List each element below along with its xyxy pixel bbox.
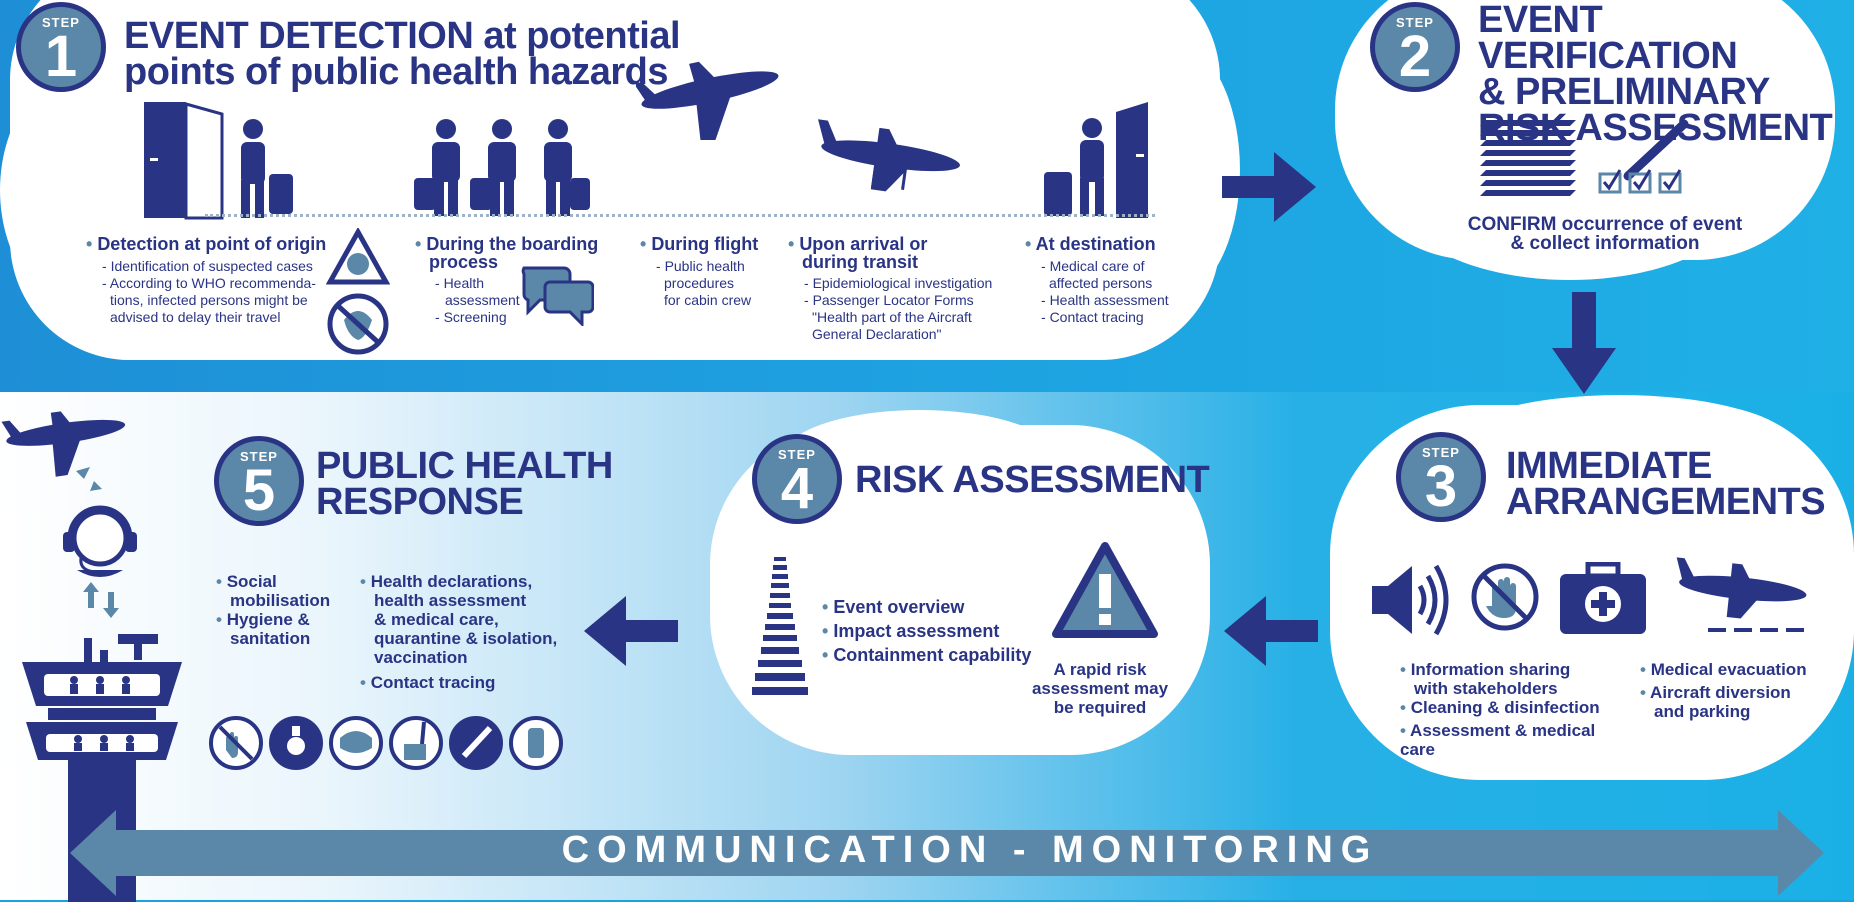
alert-icon <box>1052 542 1158 638</box>
step4-list: Event overview Impact assessment Contain… <box>822 595 1052 667</box>
traveler-icon <box>241 119 293 218</box>
phase-flight: During flight Public health procedures f… <box>640 235 790 309</box>
passengers-icon <box>414 119 590 216</box>
step2-caption: CONFIRM occurrence of event& collect inf… <box>1467 214 1743 254</box>
biohazard-icon <box>326 228 390 355</box>
destination-door-icon <box>1044 102 1148 218</box>
response-icons <box>209 716 563 770</box>
headset-icon <box>63 505 137 618</box>
communication-banner-text: COMMUNICATION - MONITORING <box>561 829 1379 871</box>
step5-col1: Social mobilisation Hygiene & sanitation <box>216 572 346 648</box>
phase-arrival: Upon arrival or during transit Epidemiol… <box>788 235 1008 343</box>
door-icon <box>144 102 224 220</box>
arrow-down-step3 <box>1552 292 1616 394</box>
stack-icon <box>1480 120 1576 196</box>
aircraft-parking-icon <box>1676 557 1807 632</box>
ladder-stack-icon <box>752 557 808 695</box>
arrow-left-step4 <box>1224 596 1318 666</box>
journey-line <box>205 214 1155 217</box>
step3-right-list: Medical evacuation Aircraft diversion an… <box>1640 660 1840 721</box>
left-airplane-icon <box>1 411 126 491</box>
checklist-icon <box>1598 119 1689 194</box>
step3-left-list: Information sharing with stakeholders Cl… <box>1400 660 1630 759</box>
first-aid-icon <box>1560 562 1646 634</box>
communication-banner-arrow <box>70 810 1824 896</box>
step4-title: RISK ASSESSMENT <box>855 459 1210 501</box>
no-hand-icon <box>1471 563 1539 631</box>
megaphone-icon <box>1372 564 1449 636</box>
phase-origin: Detection at point of origin Identificat… <box>86 235 416 326</box>
phase-boarding: During the boarding process Health asses… <box>415 235 605 326</box>
speech-bubble-icon <box>521 266 594 326</box>
airplane-icon <box>636 61 779 140</box>
step5-col2: Health declarations, health assessment &… <box>360 572 580 692</box>
landing-airplane-icon <box>818 119 960 192</box>
arrow-left-step5 <box>584 596 678 666</box>
phase-destination: At destination Medical care of affected … <box>1025 235 1205 326</box>
arrow-right-step2 <box>1222 152 1316 222</box>
